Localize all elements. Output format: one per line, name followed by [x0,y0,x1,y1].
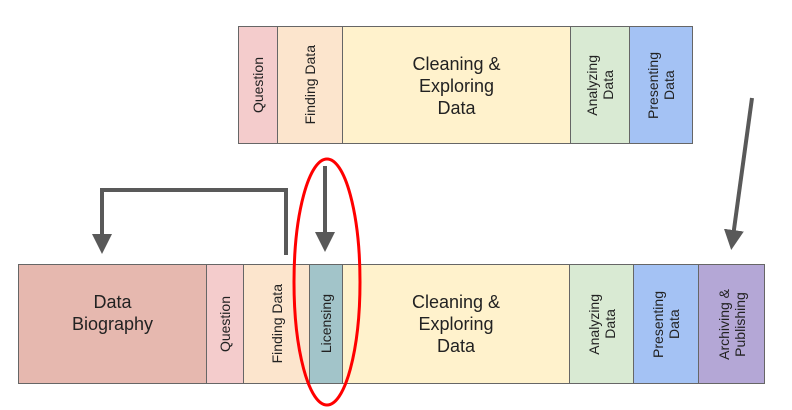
bottom-finding-data-box: Finding Data [243,264,310,384]
bottom-analyzing-data-label: Analyzing Data [585,293,618,355]
bottom-presenting-data-box: Presenting Data [633,264,699,384]
top-analyzing-data-label: Analyzing Data [584,54,616,116]
bottom-archiving-publishing-box: Archiving & Publishing [698,264,765,384]
top-presenting-data-box: Presenting Data [629,26,693,144]
top-finding-data-box: Finding Data [277,26,343,144]
top-question-label: Question [250,56,266,114]
top-presenting-data-label: Presenting Data [645,51,677,119]
top-question-box: Question [238,26,278,144]
bottom-archiving-publishing-label: Archiving & Publishing [715,288,748,360]
bottom-cleaning-exploring-box: Cleaning & Exploring Data [342,264,570,384]
bottom-cleaning-exploring-label: Cleaning & Exploring Data [411,292,501,356]
top-cleaning-exploring-label: Cleaning & Exploring Data [412,54,501,118]
bottom-presenting-data-label: Presenting Data [650,290,682,358]
top-finding-data-label: Finding Data [302,45,318,125]
arrow-to-archiving-publishing [723,97,754,250]
bottom-finding-data-label: Finding Data [268,284,285,364]
bottom-licensing-box: Licensing [309,264,343,384]
bottom-analyzing-data-box: Analyzing Data [569,264,634,384]
elbow-arrow-to-data-biography [92,188,288,255]
top-analyzing-data-box: Analyzing Data [570,26,630,144]
bottom-question-label: Question [217,295,233,353]
bottom-data-biography-box: Data Biography [18,264,207,384]
bottom-data-biography-label: Data Biography [71,292,154,334]
bottom-question-box: Question [206,264,244,384]
top-cleaning-exploring-box: Cleaning & Exploring Data [342,26,571,144]
bottom-licensing-label: Licensing [318,294,334,354]
